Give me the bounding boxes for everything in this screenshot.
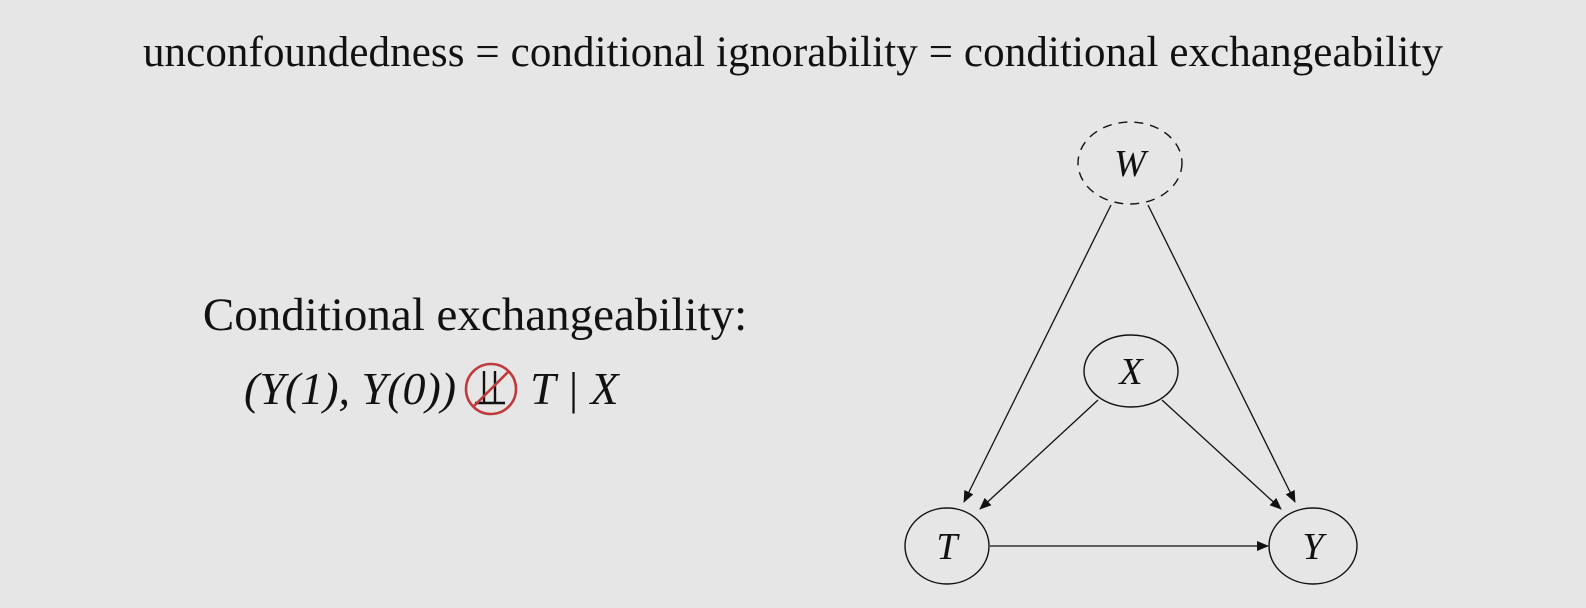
node-x: X xyxy=(1083,334,1179,408)
definition-label: Conditional exchangeability: xyxy=(202,289,748,341)
node-t-label: T xyxy=(936,526,960,568)
independence-formula: (Y(1), Y(0)) ⊥⊥ T | X xyxy=(244,358,619,418)
formula-potential-outcomes: (Y(1), Y(0)) xyxy=(244,362,457,414)
edge-x-to-t xyxy=(979,399,1099,510)
node-t: T xyxy=(904,507,990,585)
formula-treatment-given-x: T | X xyxy=(530,362,619,414)
crossed-out-independence-symbol: ⊥⊥ xyxy=(462,359,524,417)
edge-x-to-y xyxy=(1161,399,1282,510)
edge-w-to-y xyxy=(1147,204,1296,503)
node-w: W xyxy=(1077,121,1183,205)
node-x-label: X xyxy=(1117,351,1144,393)
node-y-label: Y xyxy=(1302,526,1327,568)
node-y: Y xyxy=(1268,507,1358,585)
independence-strike-icon xyxy=(464,362,518,416)
slide-title: unconfoundedness = conditional ignorabil… xyxy=(142,29,1444,76)
node-w-label: W xyxy=(1114,143,1149,185)
edge-w-to-t xyxy=(963,204,1112,503)
